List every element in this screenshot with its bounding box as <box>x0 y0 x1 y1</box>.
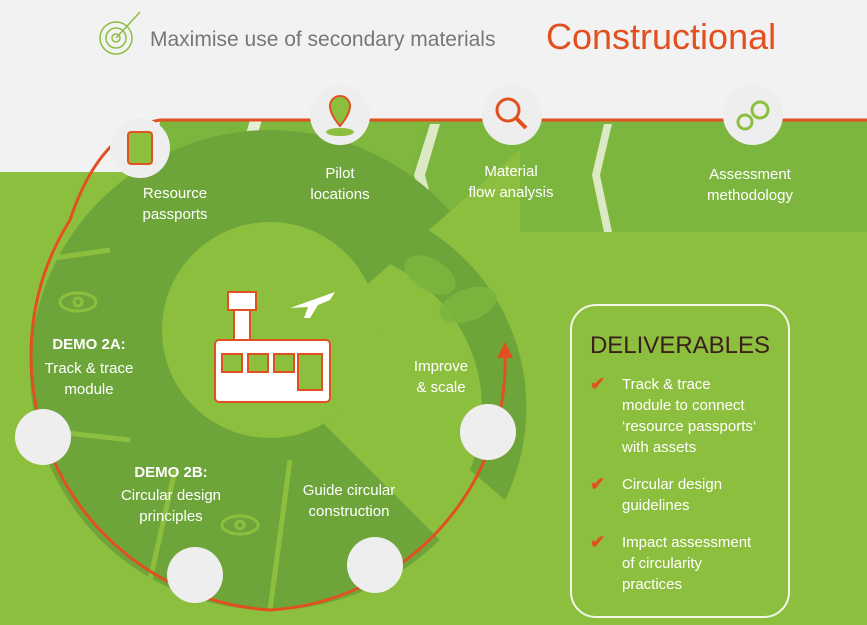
header-title: Maximise use of secondary materials <box>150 28 496 51</box>
arrow-head-icon <box>497 342 513 358</box>
check-icon: ✔ <box>590 532 606 552</box>
checklist-icon <box>460 404 516 460</box>
leaves-icon <box>404 255 497 324</box>
demo2b-text: Circular design principles <box>120 487 222 525</box>
deliverable-item: ✔Circular design guidelines <box>590 474 723 514</box>
step-assessment-methodology: Assessment methodology <box>707 166 793 204</box>
eye-icon <box>58 291 260 536</box>
step-material-flow-analysis: Material flow analysis <box>468 163 554 201</box>
center-circle <box>162 222 378 438</box>
building-icon <box>167 547 223 603</box>
demo2a-text: Track & trace module <box>44 360 134 398</box>
airport-icon <box>214 291 331 403</box>
deliverable-item: ✔Impact assessment of circularity practi… <box>590 532 752 593</box>
signpost-icon <box>347 537 403 593</box>
check-icon: ✔ <box>590 474 606 494</box>
guide-circular-construction: Guide circular construction <box>302 482 396 520</box>
demo2a-title: DEMO 2A: <box>52 336 126 353</box>
improve-and-scale: Improve & scale <box>413 358 469 396</box>
route-icon <box>15 409 71 465</box>
airplane-icon <box>290 292 335 318</box>
brand-title: Constructional <box>546 16 777 57</box>
deliverables-box: DELIVERABLES ✔Track & trace module to co… <box>570 304 790 618</box>
magnifier-chart-icon <box>482 85 542 145</box>
step-resource-passports: Resource passports <box>142 185 208 223</box>
check-icon: ✔ <box>590 374 606 394</box>
step-pilot-locations: Pilot locations <box>310 165 370 203</box>
deliverable-item: ✔Track & trace module to connect ‘resour… <box>590 374 757 456</box>
deliverables-title: DELIVERABLES <box>589 332 771 359</box>
target-icon <box>99 11 141 55</box>
cycle-arrow <box>29 118 867 612</box>
demo2b-title: DEMO 2B: <box>134 464 208 481</box>
